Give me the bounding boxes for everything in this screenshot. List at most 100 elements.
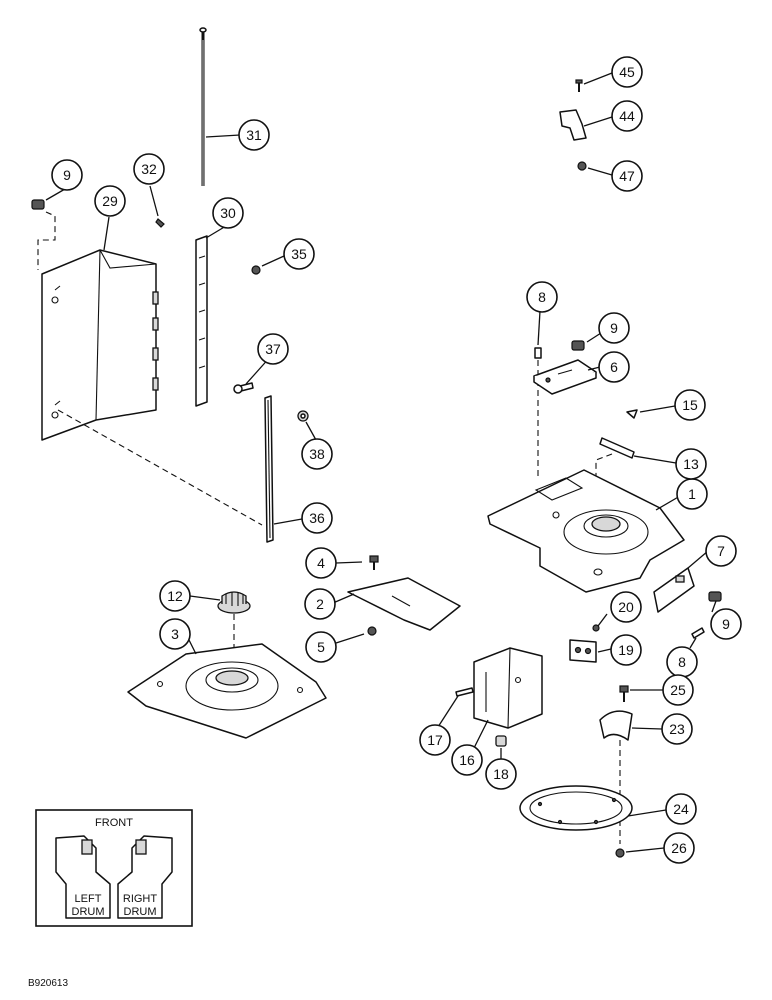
svg-text:44: 44 xyxy=(619,108,635,124)
callout-44: 44 xyxy=(611,100,643,132)
callout-9-left: 9 xyxy=(51,159,83,191)
callout-15: 15 xyxy=(674,389,706,421)
callout-4: 4 xyxy=(305,547,337,579)
leader-36 xyxy=(273,518,303,525)
callout-5: 5 xyxy=(305,631,337,663)
part-12-hub xyxy=(217,591,251,614)
svg-text:36: 36 xyxy=(309,510,325,526)
leader-9c xyxy=(711,600,717,613)
svg-text:9: 9 xyxy=(722,616,730,632)
callout-31: 31 xyxy=(238,119,270,151)
callout-24: 24 xyxy=(665,793,697,825)
part-30-strip xyxy=(195,235,208,407)
svg-text:17: 17 xyxy=(427,732,443,748)
svg-text:26: 26 xyxy=(671,840,687,856)
svg-text:31: 31 xyxy=(246,127,262,143)
callout-17: 17 xyxy=(419,724,451,756)
callout-20: 20 xyxy=(610,591,642,623)
svg-text:38: 38 xyxy=(309,446,325,462)
part-35-nut xyxy=(251,265,261,275)
svg-text:47: 47 xyxy=(619,168,635,184)
leader-4 xyxy=(335,561,363,564)
part-9-nut-left xyxy=(31,199,45,210)
part-5-nut xyxy=(367,626,377,636)
svg-text:35: 35 xyxy=(291,246,307,262)
part-44-clip xyxy=(559,109,587,141)
leader-2 xyxy=(332,593,355,604)
part-25-bolt xyxy=(619,685,629,702)
leader-29 xyxy=(103,216,110,251)
leader-15 xyxy=(639,405,676,413)
callout-26: 26 xyxy=(663,832,695,864)
svg-text:32: 32 xyxy=(141,161,157,177)
callout-1: 1 xyxy=(676,478,708,510)
svg-text:45: 45 xyxy=(619,64,635,80)
leader-23 xyxy=(631,727,663,730)
leader-16 xyxy=(473,719,489,749)
svg-text:9: 9 xyxy=(610,320,618,336)
leader-12 xyxy=(189,595,221,601)
svg-text:13: 13 xyxy=(683,456,699,472)
callout-9-mid: 9 xyxy=(598,312,630,344)
callout-29: 29 xyxy=(94,185,126,217)
svg-text:19: 19 xyxy=(618,642,634,658)
leader-20 xyxy=(597,613,608,627)
leader-9b xyxy=(586,332,602,343)
svg-text:9: 9 xyxy=(63,167,71,183)
svg-text:20: 20 xyxy=(618,599,634,615)
part-31-rod xyxy=(199,27,207,186)
leader-31 xyxy=(205,134,241,138)
svg-text:12: 12 xyxy=(167,588,183,604)
leader-8b xyxy=(689,637,697,649)
callout-8-upper: 8 xyxy=(526,281,558,313)
leader-9a xyxy=(45,188,66,201)
svg-text:25: 25 xyxy=(670,682,686,698)
leader-26 xyxy=(625,847,665,853)
figure-reference-number: B920613 xyxy=(28,978,68,989)
leader-8a xyxy=(537,310,541,346)
callout-37: 37 xyxy=(257,333,289,365)
callout-18: 18 xyxy=(485,758,517,790)
part-9-nut-mid xyxy=(571,340,585,351)
svg-text:29: 29 xyxy=(102,193,118,209)
inset-left-label-1: LEFT xyxy=(75,893,102,905)
callout-25: 25 xyxy=(662,674,694,706)
callout-13: 13 xyxy=(675,448,707,480)
part-47-nut xyxy=(577,161,587,171)
leader-7 xyxy=(687,550,709,569)
part-19-bracket-plate xyxy=(569,639,597,663)
callout-35: 35 xyxy=(283,238,315,270)
leader-24 xyxy=(627,809,667,817)
part-1-main-plate xyxy=(487,469,685,593)
callout-16: 16 xyxy=(451,744,483,776)
part-7-cover-plate xyxy=(653,567,695,613)
callout-36: 36 xyxy=(301,502,333,534)
part-18-nut xyxy=(495,735,507,747)
leader-13 xyxy=(633,455,677,464)
part-23-deflector xyxy=(599,710,633,741)
svg-text:4: 4 xyxy=(317,555,325,571)
part-38-nut xyxy=(297,410,309,422)
callout-7: 7 xyxy=(705,535,737,567)
callout-9-right: 9 xyxy=(710,608,742,640)
part-8-pin-upper xyxy=(534,347,542,359)
svg-text:37: 37 xyxy=(265,341,281,357)
svg-text:24: 24 xyxy=(673,801,689,817)
part-16-box-bracket xyxy=(473,647,543,729)
callout-3: 3 xyxy=(159,618,191,650)
part-9-nut-right xyxy=(708,591,722,602)
part-4-bolt xyxy=(369,555,379,570)
part-26-nut xyxy=(615,848,625,858)
callout-47: 47 xyxy=(611,160,643,192)
inset-front-label: FRONT xyxy=(95,817,133,829)
leader-1 xyxy=(655,495,681,511)
part-45-screw xyxy=(575,79,583,92)
leader-35 xyxy=(261,255,285,267)
part-37-bolt xyxy=(233,382,254,394)
callout-32: 32 xyxy=(133,153,165,185)
svg-text:2: 2 xyxy=(316,596,324,612)
svg-text:8: 8 xyxy=(678,654,686,670)
svg-text:15: 15 xyxy=(682,397,698,413)
part-6-plate xyxy=(533,359,597,395)
